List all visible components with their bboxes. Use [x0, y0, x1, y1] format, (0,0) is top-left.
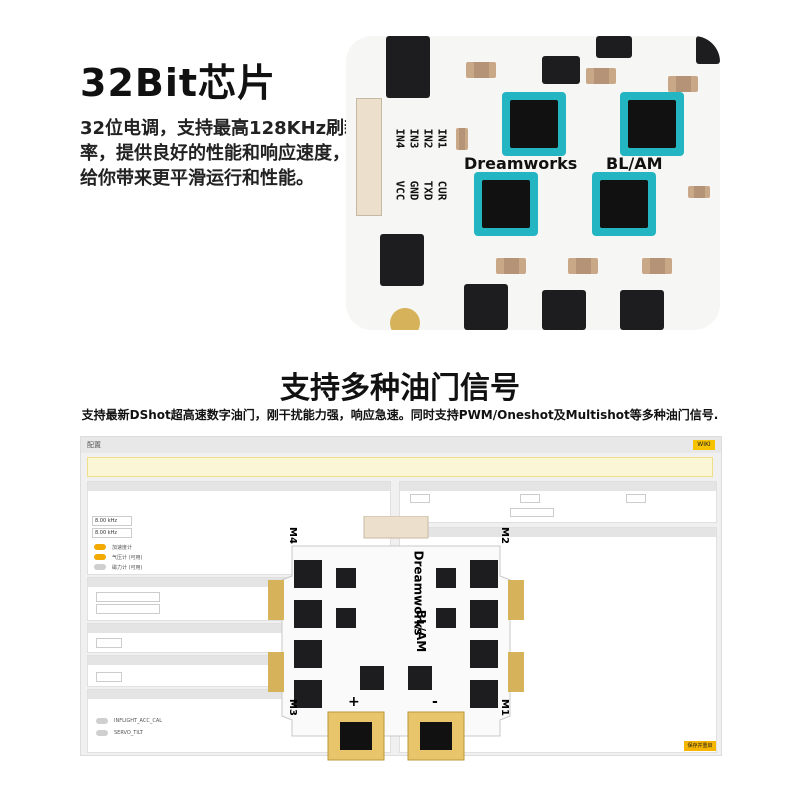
board-model: BL/AM — [606, 154, 663, 173]
barometer-toggle[interactable] — [94, 554, 106, 560]
panel-header — [400, 528, 716, 537]
mosfet-chip — [464, 284, 508, 330]
pin-label-vcc: VCC — [393, 180, 407, 201]
panel-header — [400, 482, 716, 491]
wiki-button[interactable]: WIKI — [693, 440, 715, 450]
mosfet-chip — [542, 290, 586, 330]
esc-board-photo-overlay: M4 M3 M2 M1 Dreamworks BL/AM + - — [264, 515, 528, 764]
mounting-hole — [390, 308, 420, 330]
magnetometer-toggle[interactable] — [94, 564, 106, 570]
config-header: 配置 WIKI — [81, 437, 721, 453]
mosfet-chip — [620, 290, 664, 330]
toggle-label: 磁力计 (可用) — [112, 565, 143, 571]
accelerometer-toggle[interactable] — [94, 544, 106, 550]
capacitor — [496, 258, 526, 274]
capacitor — [456, 128, 468, 150]
pitch-field[interactable] — [520, 494, 540, 503]
capacitor — [642, 258, 672, 274]
config-header-label: 配置 — [87, 441, 101, 449]
feature-title: 32Bit芯片 — [80, 61, 277, 105]
overlay-model: BL/AM — [414, 609, 429, 653]
pin-label-txd: TXD — [421, 180, 435, 201]
motor-label-m3: M3 — [286, 699, 298, 716]
capacitor — [586, 68, 616, 84]
setting-label: SERVO_TILT — [114, 730, 143, 736]
polarity-minus: - — [432, 694, 438, 710]
roll-field[interactable] — [410, 494, 430, 503]
panel-header — [88, 690, 390, 699]
mosfet-chip — [542, 56, 580, 84]
board-alignment-panel — [399, 481, 717, 523]
max-angle-field[interactable] — [96, 672, 122, 682]
feature-description: 32位电调，支持最高128KHz刷新率，提供良好的性能和响应速度，给你带来更平滑… — [80, 118, 363, 189]
panel-header — [88, 624, 390, 633]
motor-label-m1: M1 — [498, 699, 510, 716]
pin-label-gnd: GND — [407, 180, 421, 201]
mosfet-chip — [596, 36, 632, 58]
panel-header — [88, 578, 390, 587]
pin-label-in1: IN1 — [435, 128, 449, 149]
pin-label-cur: CUR — [435, 180, 449, 201]
pin-label-in3: IN3 — [407, 128, 421, 149]
mcu-chip — [502, 92, 566, 156]
pin-label-in4: IN4 — [393, 128, 407, 149]
section-title: 支持多种油门信号 — [280, 371, 520, 406]
yaw-field[interactable] — [626, 494, 646, 503]
capacitor — [688, 186, 710, 198]
mosfet-chip — [380, 234, 424, 286]
toggle-label: 气压计 (可用) — [112, 555, 143, 561]
panel-header — [88, 482, 390, 491]
capacitor — [668, 76, 698, 92]
setting-label: INFLIGHT_ACC_CAL — [114, 718, 163, 724]
config-note — [87, 457, 713, 477]
signal-connector — [356, 98, 382, 216]
pin-label-in2: IN2 — [421, 128, 435, 149]
mcu-chip — [592, 172, 656, 236]
camera-angle-field[interactable] — [96, 638, 122, 648]
sensor-align-field[interactable] — [510, 508, 554, 517]
toggle-label: 加速度计 — [112, 545, 133, 551]
servo-tilt-toggle[interactable] — [96, 730, 108, 736]
capacitor — [568, 258, 598, 274]
esc-board-photo-top: VCC GND TXD CUR IN1 IN2 IN3 IN4 Dreamwor… — [346, 36, 720, 330]
gyro-update-field[interactable]: 8.00 kHz — [92, 528, 132, 538]
panel-header — [88, 656, 390, 665]
board-brand: Dreamworks — [464, 154, 578, 173]
mcu-chip — [620, 92, 684, 156]
polarity-plus: + — [348, 694, 360, 710]
mosfet-chip — [386, 36, 430, 98]
esc-board-drawing — [268, 515, 524, 761]
pid-loop-field[interactable]: 8.00 kHz — [92, 516, 132, 526]
capacitor — [466, 62, 496, 78]
motor-label-m2: M2 — [498, 527, 510, 544]
section-description: 支持最新DShot超高速数字油门，刚干扰能力强，响应急速。同时支持PWM/One… — [81, 408, 719, 422]
motor-label-m4: M4 — [286, 527, 298, 544]
inflight-acc-cal-toggle[interactable] — [96, 718, 108, 724]
craft-name-field[interactable] — [96, 592, 160, 602]
pilot-name-field[interactable] — [96, 604, 160, 614]
save-reboot-button[interactable]: 保存并重启 — [684, 741, 716, 751]
mosfet-chip — [696, 36, 720, 64]
mcu-chip — [474, 172, 538, 236]
